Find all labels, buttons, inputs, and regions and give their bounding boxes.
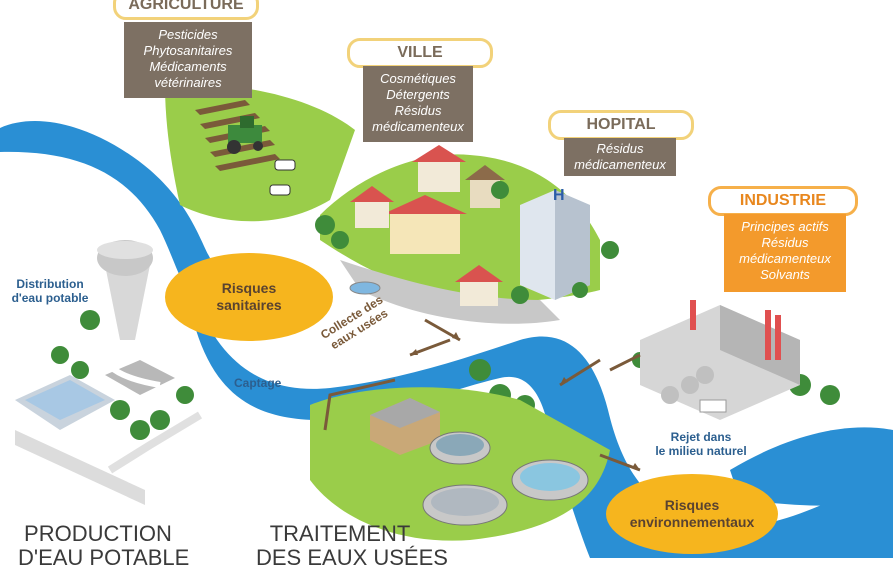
agriculture-item: Pesticides [158,27,218,42]
hopital-header: HOPITAL [548,110,694,140]
production-line2: D'EAU POTABLE [18,545,190,570]
rejet-line2: le milieu naturel [655,444,747,458]
settling-tanks [422,431,589,526]
river-right [730,427,893,506]
distribution-line2: d'eau potable [11,291,89,305]
industrie-item: médicamenteux [739,251,831,266]
production-title: PRODUCTION D'EAU POTABLE [18,521,190,570]
rejet-line1: Rejet dans [670,430,732,444]
ville-box: Cosmétiques Détergents Résidus médicamen… [363,66,473,142]
industrie-header: INDUSTRIE [708,186,858,216]
agriculture-item: vétérinaires [154,75,222,90]
river-main [196,300,893,558]
traitement-line2: DES EAUX USÉES [256,545,448,570]
treatment-building [370,398,440,455]
traitement-title: TRAITEMENT DES EAUX USÉES [256,521,448,570]
hopital-box: Résidus médicamenteux [564,138,676,176]
pipe-captage [107,411,203,474]
fountain-icon [349,281,381,295]
agriculture-meadow [165,84,355,222]
industrie-item: Résidus [761,235,809,250]
ville-header: VILLE [347,38,493,68]
factory-group [640,300,800,420]
industrie-box: Principes actifs Résidus médicamenteux S… [724,214,846,292]
water-arrows [199,228,301,452]
rejet-label: Rejet dans le milieu naturel [636,430,766,458]
production-line1: PRODUCTION [24,521,172,546]
tree-group [51,181,840,479]
risques-sanitaires-line2: sanitaires [216,297,282,313]
ville-item: Cosmétiques [380,71,456,86]
hopital-item: médicamenteux [574,157,666,172]
risques-env-line2: environnementaux [629,514,755,530]
house-group [350,145,505,306]
industrie-item: Solvants [760,267,810,282]
traitement-line1: TRAITEMENT [269,521,411,546]
ville-item: médicamenteux [372,119,464,134]
risques-sanitaires-oval: Risques sanitaires [165,253,333,341]
tractor-icon [227,116,263,154]
risques-env-line1: Risques [664,497,720,513]
distribution-line1: Distribution [16,277,84,291]
captage-label: Captage [234,376,282,390]
svg-text:H: H [553,187,565,204]
risques-sanitaires-line1: Risques [221,280,277,296]
flow-arrows [410,332,640,470]
cow-icon [269,159,296,196]
hospital-building: H [520,187,590,300]
water-cycle-illustration: H [0,84,893,558]
agriculture-item: Phytosanitaires [143,43,233,58]
distribution-label: Distribution d'eau potable [4,277,96,305]
risques-environnementaux-oval: Risques environnementaux [606,474,778,554]
city-road [340,260,560,324]
pipe-distribution [97,344,161,388]
hopital-item: Résidus [596,141,644,156]
water-tower-icon [97,240,153,340]
agriculture-item: Médicaments [149,59,227,74]
industrie-item: Principes actifs [741,219,829,234]
agriculture-box: Pesticides Phytosanitaires Médicaments v… [124,22,252,98]
agriculture-header: AGRICULTURE [113,0,259,20]
ville-item: Résidus [394,103,442,118]
ville-item: Détergents [386,87,450,102]
